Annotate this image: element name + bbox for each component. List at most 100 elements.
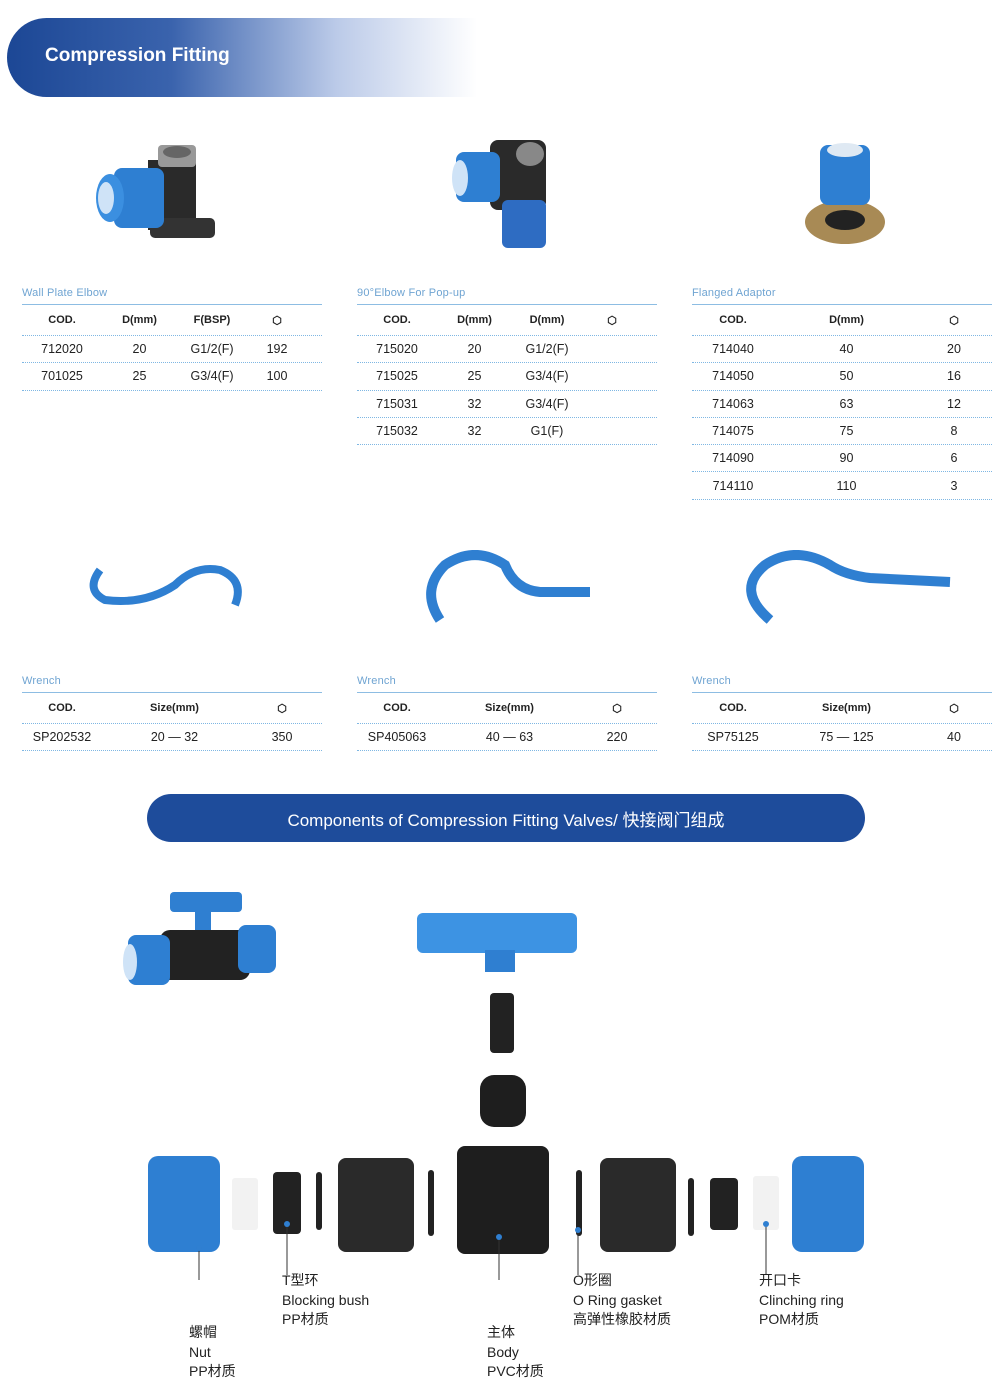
box-icon: ⬡	[277, 702, 287, 715]
cell: 20	[467, 342, 482, 357]
cell: 63	[839, 396, 854, 411]
blocking-bush-part	[273, 1172, 301, 1234]
union-part	[338, 1158, 414, 1252]
col-header: D(mm)	[529, 314, 565, 326]
table-row: SP75125 75 — 125 40	[692, 724, 992, 752]
cell: 715031	[376, 396, 418, 411]
cell: 90	[839, 451, 854, 466]
wall-plate-elbow-table: Wall Plate Elbow COD.D(mm)F(BSP)⬡ 712020…	[22, 287, 322, 391]
cell: SP75125	[707, 730, 759, 745]
assembled-valve-image	[123, 892, 276, 985]
wrench-image	[426, 550, 590, 623]
union-part	[600, 1158, 676, 1252]
cell: 100	[266, 369, 288, 384]
components-title: Components of Compression Fitting Valves…	[287, 810, 725, 830]
nut-part	[792, 1156, 864, 1252]
cell: 714050	[712, 369, 754, 384]
wrench-image	[746, 550, 951, 624]
table-row: 715025 25 G3/4(F)	[357, 363, 657, 391]
cell: G3/4(F)	[190, 369, 234, 384]
table-row: 714063 63 12	[692, 391, 992, 418]
table-caption: Wall Plate Elbow	[22, 287, 108, 299]
cell: 3	[950, 478, 958, 493]
cell: 715032	[376, 424, 418, 439]
col-header: D(mm)	[122, 314, 157, 326]
col-header: F(BSP)	[193, 314, 231, 326]
cell: 40 — 63	[485, 730, 534, 745]
ball-part	[480, 1075, 526, 1127]
box-icon: ⬡	[607, 314, 617, 327]
oring-part	[688, 1178, 694, 1236]
cell: 701025	[41, 369, 83, 384]
col-header: Size(mm)	[822, 702, 871, 714]
col-header: D(mm)	[457, 314, 492, 326]
wrench-image	[89, 565, 242, 607]
table-row: 701025 25 G3/4(F) 100	[22, 363, 322, 391]
cell: G3/4(F)	[525, 396, 569, 411]
cell: 715025	[376, 369, 418, 384]
col-header: Size(mm)	[150, 702, 199, 714]
flanged-adaptor-image	[805, 143, 885, 244]
cell: 16	[947, 369, 961, 384]
wrench-table: Wrench COD. Size(mm) ⬡ SP75125 75 — 125 40	[692, 675, 992, 752]
col-header: COD.	[48, 702, 76, 714]
section-header: Compression Fitting	[7, 18, 477, 97]
cell: G1(F)	[530, 424, 564, 439]
box-icon: ⬡	[949, 702, 959, 715]
cell: 40	[947, 730, 961, 745]
elbow-popup-image	[452, 140, 546, 248]
col-header: COD.	[719, 314, 747, 326]
wall-plate-elbow-image	[96, 145, 215, 238]
cell: 6	[950, 451, 958, 466]
table-caption: Flanged Adaptor	[692, 287, 776, 299]
blocking-bush-part	[710, 1178, 738, 1230]
stem-part	[490, 993, 514, 1053]
cell: 20	[947, 342, 961, 357]
cell: 220	[606, 730, 628, 745]
cell: 715020	[376, 342, 418, 357]
cell: G3/4(F)	[525, 369, 569, 384]
oring-part	[576, 1170, 582, 1236]
cell: 25	[132, 369, 147, 384]
cell: 714090	[712, 451, 754, 466]
table-row: 714050 50 16	[692, 363, 992, 391]
cell: 714075	[712, 424, 754, 439]
nut-part	[148, 1156, 220, 1252]
cell: 50	[839, 369, 854, 384]
handle-part	[417, 913, 577, 972]
table-caption: Wrench	[357, 675, 396, 687]
cell: SP202532	[32, 730, 92, 745]
table-caption: 90°Elbow For Pop-up	[357, 287, 466, 299]
cell: 714063	[712, 396, 754, 411]
col-header: COD.	[719, 702, 747, 714]
cell: 8	[950, 424, 958, 439]
table-row: 715032 32 G1(F)	[357, 418, 657, 446]
cell: 20	[132, 342, 147, 357]
box-icon: ⬡	[272, 314, 282, 327]
cell: 12	[947, 396, 961, 411]
section-title: Compression Fitting	[45, 45, 230, 66]
cell: 75 — 125	[819, 730, 874, 745]
cell: 110	[836, 478, 857, 493]
components-banner: Components of Compression Fitting Valves…	[147, 794, 865, 842]
cell: 25	[467, 369, 482, 384]
cell: 32	[467, 424, 482, 439]
table-row: SP405063 40 — 63 220	[357, 724, 657, 752]
cell: 40	[839, 342, 854, 357]
cell: SP405063	[367, 730, 427, 745]
table-caption: Wrench	[22, 675, 61, 687]
elbow-popup-table: 90°Elbow For Pop-up COD.D(mm)D(mm)⬡ 7150…	[357, 287, 657, 446]
table-caption: Wrench	[692, 675, 731, 687]
